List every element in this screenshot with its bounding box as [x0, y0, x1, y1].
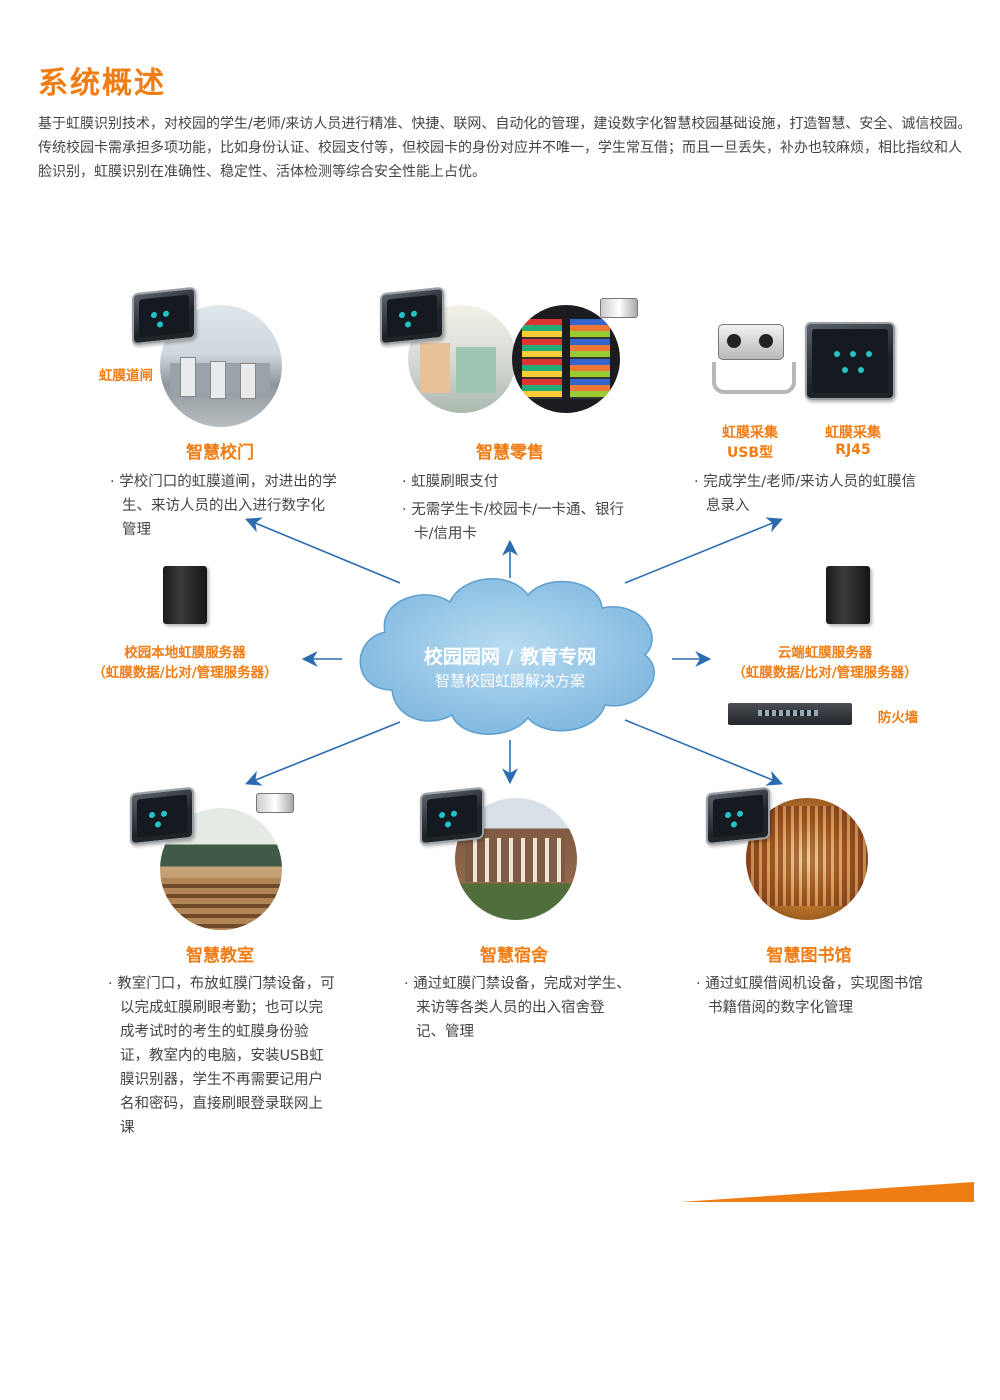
gate-item: · 学校门口的虹膜道闸，对进出的学生、来访人员的出入进行数字化管理 — [110, 474, 337, 538]
retail-item: · 虹膜刷眼支付 — [402, 474, 499, 490]
retail-title: 智慧零售 — [476, 443, 544, 463]
iris-terminal-rj45-icon — [805, 322, 895, 400]
camera-stand — [712, 362, 796, 394]
gate-title: 智慧校门 — [186, 443, 254, 463]
page-title: 系统概述 — [38, 66, 166, 101]
cloud-title: 校园园网 / 教育专网 — [423, 646, 597, 668]
dorm-title: 智慧宿舍 — [480, 946, 548, 966]
classroom-title: 智慧教室 — [186, 946, 254, 966]
library-description: · 通过虹膜借阅机设备，实现图书馆书籍借阅的数字化管理 — [696, 972, 924, 1024]
gate-description: · 学校门口的虹膜道闸，对进出的学生、来访人员的出入进行数字化管理 — [110, 470, 338, 546]
dorm-description: · 通过虹膜门禁设备，完成对学生、来访等各类人员的出入宿舍登记、管理 — [404, 972, 632, 1048]
vending-machine-photo — [512, 305, 620, 413]
usb-iris-camera-icon — [600, 298, 638, 318]
retail-item: · 无需学生卡/校园卡/一卡通、银行卡/信用卡 — [402, 502, 624, 542]
cloud-server-label: 云端虹膜服务器（虹膜数据/比对/管理服务器） — [732, 645, 918, 681]
classroom-description: · 教室门口，布放虹膜门禁设备，可以完成虹膜刷眼考勤；也可以完成考试时的考生的虹… — [108, 972, 336, 1144]
firewall-icon — [728, 703, 852, 725]
iris-terminal-icon — [706, 786, 770, 846]
dorm-item: · 通过虹膜门禁设备，完成对学生、来访等各类人员的出入宿舍登记、管理 — [404, 976, 631, 1040]
firewall-label: 防火墙 — [877, 710, 919, 726]
library-title: 智慧图书馆 — [766, 946, 852, 966]
cloud-subtitle: 智慧校园虹膜解决方案 — [434, 672, 585, 690]
iris-terminal-icon — [130, 786, 194, 846]
library-item: · 通过虹膜借阅机设备，实现图书馆书籍借阅的数字化管理 — [696, 976, 923, 1016]
library-photo — [746, 798, 868, 920]
iris-terminal-icon — [420, 786, 484, 846]
network-cloud — [359, 578, 655, 735]
server-icon — [163, 566, 207, 624]
intro-paragraph: 基于虹膜识别技术，对校园的学生/老师/来访人员进行精准、快捷、联网、自动化的管理… — [38, 116, 972, 180]
collect-item: · 完成学生/老师/来访人员的虹膜信息录入 — [694, 474, 916, 514]
iris-terminal-icon — [132, 286, 196, 346]
gate-device-label: 虹膜道闸 — [99, 368, 153, 384]
usb-iris-camera-icon — [718, 324, 784, 360]
footer-accent-stripe — [680, 1182, 974, 1202]
dorm-photo — [455, 798, 577, 920]
iris-terminal-icon — [380, 286, 444, 346]
arrow-to-collect — [624, 517, 783, 584]
arrow-to-library — [624, 719, 783, 786]
local-server-label: 校园本地虹膜服务器（虹膜数据/比对/管理服务器） — [92, 645, 278, 681]
arrow-to-classroom — [245, 721, 401, 786]
arrow-to-gate — [245, 517, 401, 584]
collect-description: · 完成学生/老师/来访人员的虹膜信息录入 — [694, 470, 930, 522]
classroom-item: · 教室门口，布放虹膜门禁设备，可以完成虹膜刷眼考勤；也可以完成考试时的考生的虹… — [108, 976, 335, 1136]
usb-iris-camera-icon — [256, 793, 294, 813]
retail-description: · 虹膜刷眼支付 · 无需学生卡/校园卡/一卡通、银行卡/信用卡 — [402, 470, 632, 550]
server-icon — [826, 566, 870, 624]
